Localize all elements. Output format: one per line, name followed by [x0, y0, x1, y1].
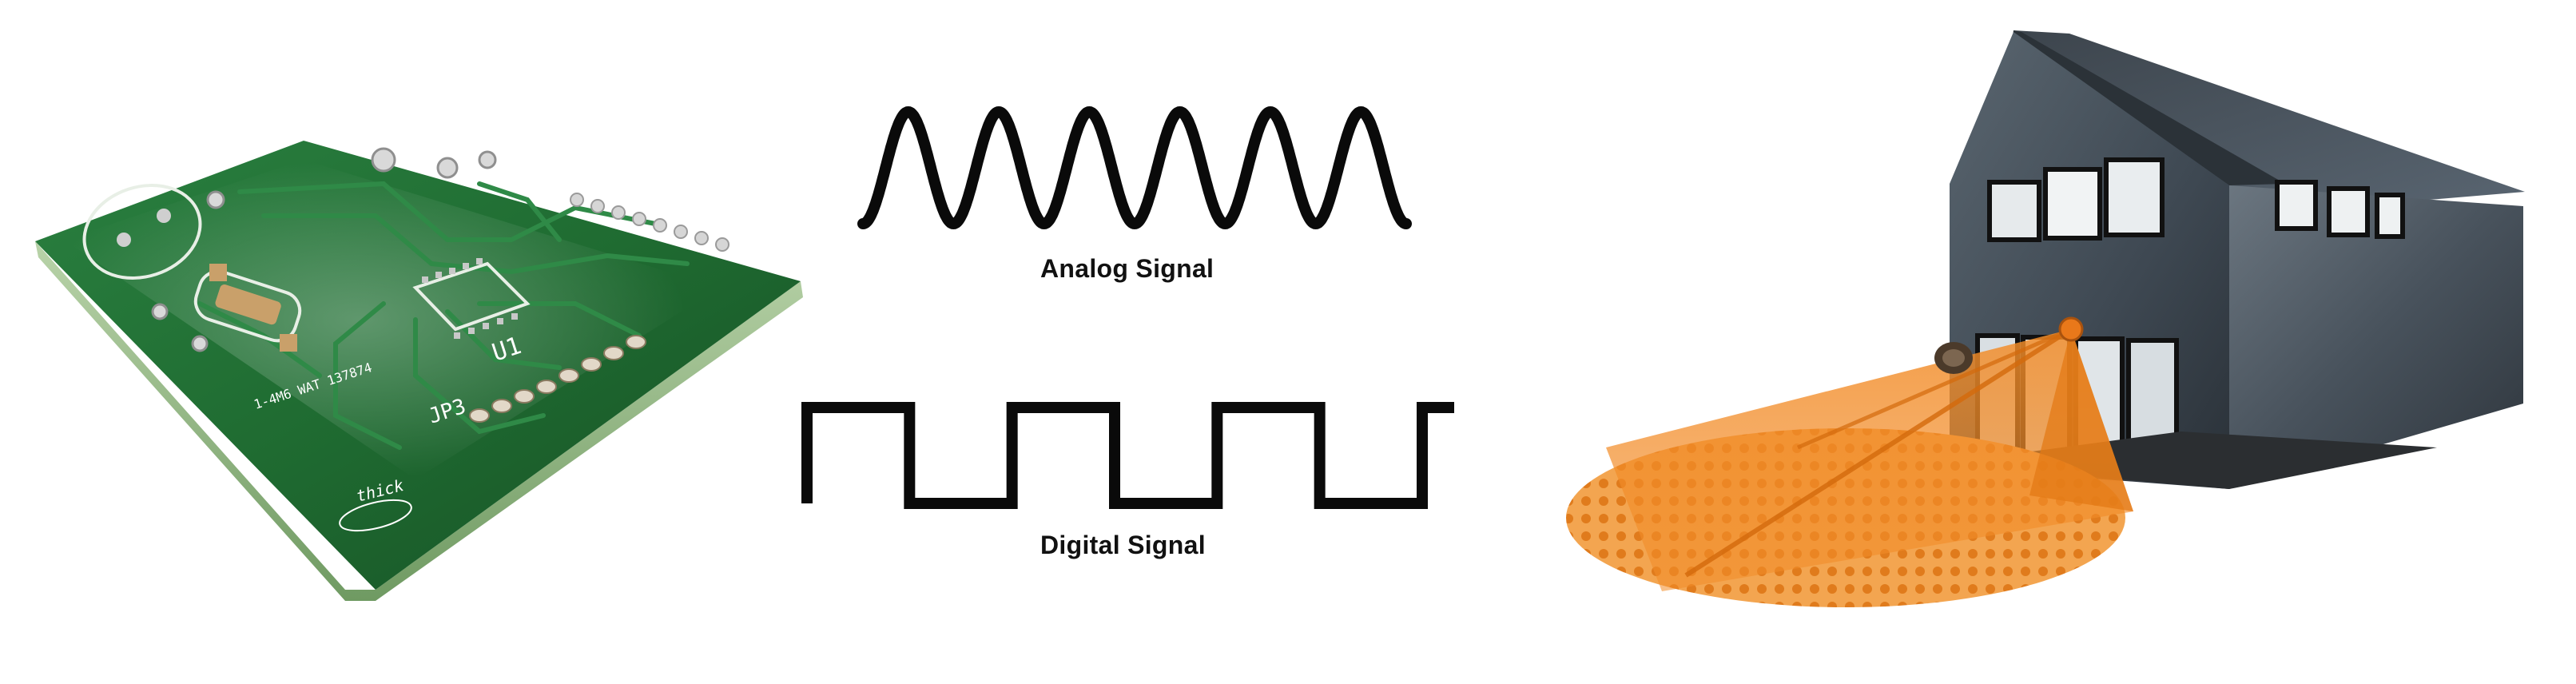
pcb-header-pads [570, 193, 729, 252]
analog-signal-wave [857, 105, 1412, 230]
pcb-mounting-holes [151, 147, 497, 352]
pcb-glare [64, 160, 719, 479]
motion-detection-ray [1684, 327, 2073, 578]
digital-signal-wave [801, 402, 1454, 509]
pcb-pad [117, 233, 131, 247]
house-motion-sensor-image [1566, 30, 2525, 607]
motion-detection-ray [1797, 327, 2072, 450]
pcb-traces [197, 181, 690, 450]
house-roof-front-gable [2013, 30, 2285, 185]
pcb-jp3-pads [469, 335, 646, 423]
house-upper-windows [1987, 157, 2165, 242]
motion-detection-cone-shade [2029, 329, 2133, 511]
pcb-crystal-footprint [193, 264, 302, 352]
wall-lamp-icon [1934, 342, 1973, 374]
pcb-board-image: U1 JP3 1-4M6 WAT 137874 thick [35, 141, 803, 601]
analog-signal-label: Analog Signal [1040, 254, 1214, 283]
pcb-pad [157, 209, 171, 223]
pcb-edge [35, 241, 803, 601]
digital-square-path [801, 402, 1454, 509]
pcb-chip-footprint-u1 [412, 258, 531, 339]
pcb-circle-outline [82, 184, 202, 280]
analog-sine-path [857, 105, 1412, 230]
house-deck [1942, 431, 2437, 489]
digital-signal-label: Digital Signal [1040, 531, 1206, 559]
motion-sensor-icon [2058, 316, 2084, 342]
house-side-wall [2229, 185, 2523, 489]
house-side-windows [2275, 180, 2405, 239]
